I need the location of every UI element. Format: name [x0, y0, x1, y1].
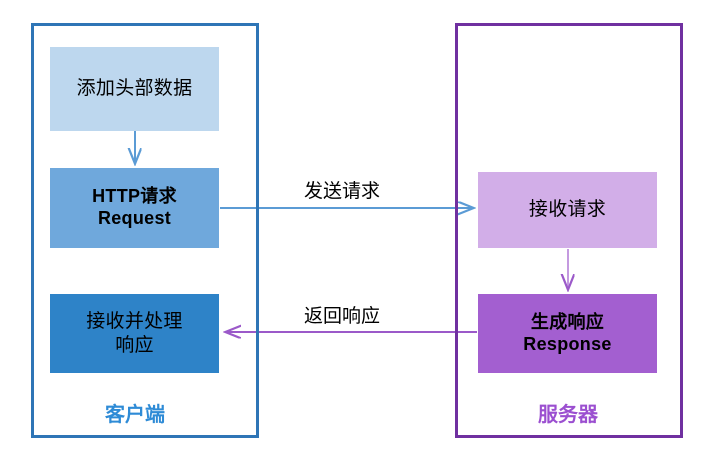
server-panel	[455, 23, 683, 438]
client-panel	[31, 23, 259, 438]
edge-label-send-request: 发送请求	[304, 181, 381, 202]
node-generate-response-line-1: 生成响应	[530, 311, 605, 332]
node-accept-request[interactable]: 接收请求	[478, 172, 657, 248]
node-generate-response[interactable]: 生成响应 Response	[478, 294, 657, 373]
edge-label-return-response: 返回响应	[304, 306, 381, 327]
node-receive-and-process-response[interactable]: 接收并处理 响应	[50, 294, 219, 373]
node-http-request[interactable]: HTTP请求 Request	[50, 168, 219, 248]
node-add-header-data-line-1: 添加头部数据	[76, 78, 193, 100]
node-generate-response-line-2: Response	[523, 333, 612, 354]
server-caption: 服务器	[538, 404, 598, 426]
node-receive-and-process-response-line-1: 接收并处理	[86, 311, 183, 333]
node-receive-and-process-response-line-2: 响应	[115, 334, 154, 356]
node-add-header-data[interactable]: 添加头部数据	[50, 47, 219, 131]
node-accept-request-line-1: 接收请求	[528, 199, 607, 221]
node-http-request-line-1: HTTP请求	[92, 186, 177, 207]
client-caption: 客户端	[105, 404, 165, 426]
node-http-request-line-2: Request	[97, 208, 172, 228]
